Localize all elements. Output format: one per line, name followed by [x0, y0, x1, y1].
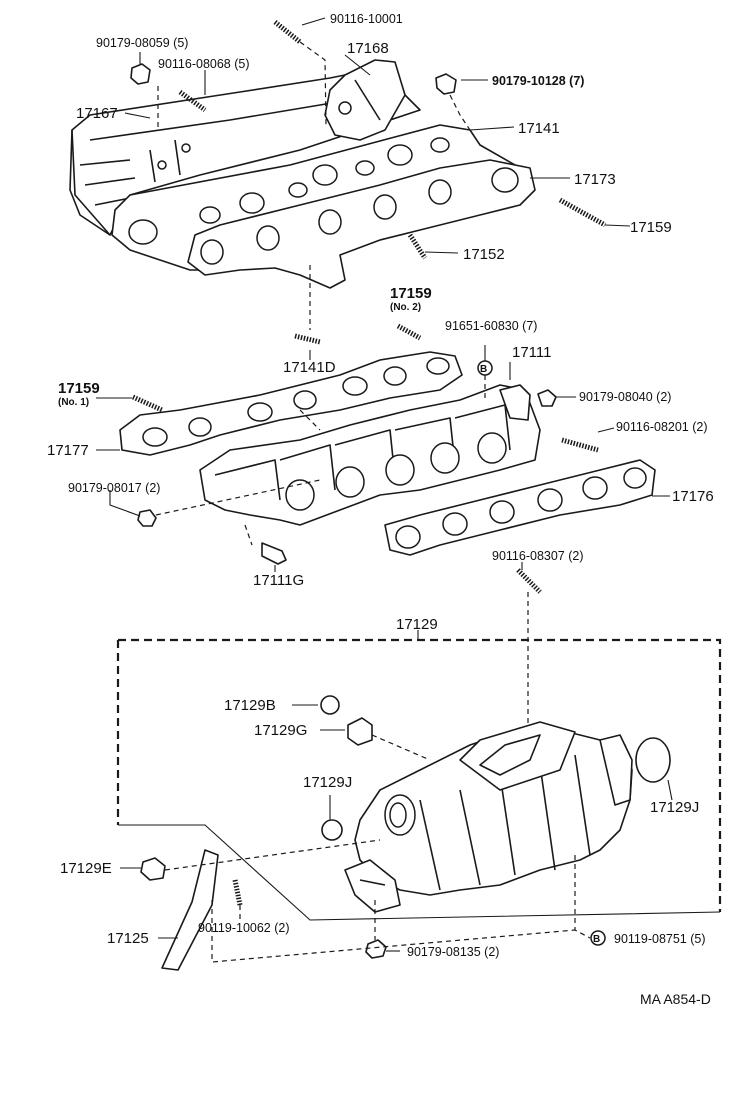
label-17129E: 17129E	[60, 860, 112, 877]
part-17176-gasket	[384, 459, 656, 556]
label-17167: 17167	[76, 105, 118, 122]
label-17129G: 17129G	[254, 722, 307, 739]
marker-b-label-bottom: B	[593, 934, 600, 945]
note-no2: (No. 2)	[390, 302, 421, 313]
label-17173: 17173	[574, 171, 616, 188]
part-17168-bracket	[324, 59, 406, 141]
label-90116-08307: 90116-08307 (2)	[492, 549, 584, 563]
label-91651-60830: 91651-60830 (7)	[445, 319, 537, 333]
lower-small-parts	[140, 695, 671, 971]
label-17168: 17168	[347, 40, 389, 57]
cap-17129J-left	[321, 819, 343, 841]
leaders-middle	[96, 345, 670, 735]
label-17177: 17177	[47, 442, 89, 459]
fasteners-top	[130, 20, 607, 260]
label-90116-08201: 90116-08201 (2)	[616, 420, 708, 434]
leaders-top	[124, 17, 631, 330]
plug-17129G	[347, 717, 373, 746]
nut-90179-08017	[137, 509, 157, 527]
figure-code: MA A854-D	[640, 991, 711, 1007]
part-17111-manifold-runner	[199, 384, 541, 526]
marker-b-circle-bottom	[590, 930, 606, 946]
nut-90179-10128	[435, 73, 457, 95]
plug-17129B	[320, 695, 340, 715]
leaders-lower	[120, 704, 673, 963]
label-90179-08017: 90179-08017 (2)	[68, 481, 160, 495]
part-labels: 90116-10001 90179-08059 (5) 17168 90116-…	[47, 12, 714, 1007]
label-17159-no1: 17159	[58, 380, 100, 397]
label-17159-no2: 17159	[390, 285, 432, 302]
label-90179-08059: 90179-08059 (5)	[96, 36, 188, 50]
fitting-17129E	[140, 857, 166, 881]
part-17129-outline	[116, 630, 722, 921]
label-17159: 17159	[630, 219, 672, 236]
label-17141: 17141	[518, 120, 560, 137]
part-17173-gasket	[187, 159, 536, 289]
label-17141D: 17141D	[283, 359, 336, 376]
label-17125: 17125	[107, 930, 149, 947]
nut-90179-08135	[365, 939, 387, 959]
nut-90179-08059	[130, 63, 151, 85]
label-17129J-left: 17129J	[303, 774, 352, 791]
cap-17129J-right	[635, 737, 671, 783]
label-17129: 17129	[396, 616, 438, 633]
label-90116-08068: 90116-08068 (5)	[158, 57, 250, 71]
label-90116-10001: 90116-10001	[330, 12, 403, 26]
part-17129-intake-plenum	[344, 721, 633, 913]
label-90119-10062: 90119-10062 (2)	[198, 921, 290, 935]
fasteners-middle	[131, 323, 599, 594]
label-17111: 17111	[512, 344, 552, 361]
note-no1: (No. 1)	[58, 397, 89, 408]
bracket-17125	[161, 849, 219, 971]
label-90179-08040: 90179-08040 (2)	[579, 390, 671, 404]
label-17129J-right: 17129J	[650, 799, 699, 816]
label-17152: 17152	[463, 246, 505, 263]
label-17111G: 17111G	[253, 572, 304, 589]
label-90179-08135: 90179-08135 (2)	[407, 945, 499, 959]
part-17177-gasket	[119, 351, 463, 456]
marker-b-label-top: B	[480, 364, 487, 375]
label-17129B: 17129B	[224, 697, 276, 714]
label-17176: 17176	[672, 488, 714, 505]
sensor-17111G	[261, 542, 287, 565]
nut-90179-08040	[537, 389, 557, 407]
label-90179-10128: 90179-10128 (7)	[492, 74, 584, 88]
label-90119-08751: 90119-08751 (5)	[614, 932, 706, 946]
